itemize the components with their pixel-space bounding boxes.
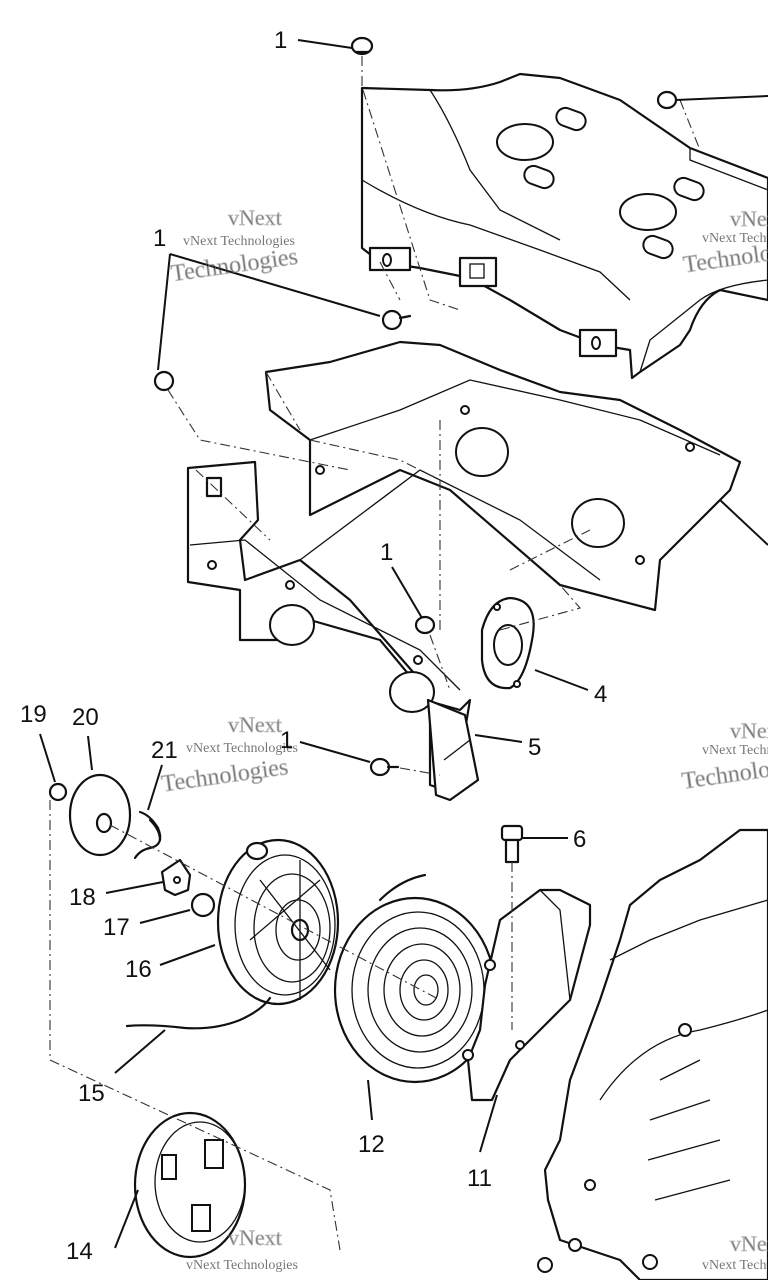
svg-text:vNext: vNext bbox=[730, 718, 768, 743]
clip-21 bbox=[133, 810, 162, 860]
cap-screw-6 bbox=[500, 824, 524, 864]
watermark-middle-left: vNext vNext Technologies Technologies bbox=[159, 712, 298, 798]
watermark-bottom-left: vNext vNext Technologies bbox=[186, 1225, 298, 1273]
callout-14: 14 bbox=[66, 1238, 93, 1265]
callout-18: 18 bbox=[69, 884, 96, 911]
watermark-bottom-right: vNext vNext Technologies bbox=[702, 1231, 768, 1273]
callout-19: 19 bbox=[20, 701, 47, 728]
callout-20: 20 bbox=[72, 704, 99, 731]
callout-labels: 1 1 1 1 4 5 6 11 12 14 15 16 17 18 19 20… bbox=[20, 27, 607, 1265]
upper-shroud bbox=[360, 72, 768, 380]
nut-19 bbox=[48, 782, 68, 802]
svg-text:vNext: vNext bbox=[228, 712, 282, 737]
callout-15: 15 bbox=[78, 1080, 105, 1107]
assembly-centerlines bbox=[49, 56, 701, 1251]
svg-text:vNext: vNext bbox=[228, 205, 282, 230]
callout-6: 6 bbox=[573, 826, 586, 853]
bolt-bottom bbox=[369, 757, 400, 777]
callout-4: 4 bbox=[594, 681, 607, 708]
starter-bracket-11 bbox=[462, 888, 592, 1102]
callout-1-top: 1 bbox=[274, 27, 287, 54]
pawl-18 bbox=[160, 858, 192, 897]
svg-text:vNext Technologies: vNext Technologies bbox=[183, 234, 295, 249]
starter-cup-14 bbox=[133, 1111, 247, 1259]
svg-text:vNext Technologies: vNext Technologies bbox=[702, 231, 768, 246]
svg-text:Technologies: Technologies bbox=[160, 754, 290, 798]
callout-1-middle: 1 bbox=[380, 539, 393, 566]
svg-text:vNext Technologies: vNext Technologies bbox=[186, 1258, 298, 1273]
svg-text:vNext Technologies: vNext Technologies bbox=[702, 1258, 768, 1273]
rope-15 bbox=[125, 996, 272, 1030]
fastener-bolts bbox=[153, 36, 678, 777]
watermark-middle-right: vNext vNext Technologies Technologies bbox=[680, 718, 768, 795]
callout-1-lower: 1 bbox=[280, 727, 293, 754]
pulley-16 bbox=[216, 838, 340, 1006]
callout-17: 17 bbox=[103, 914, 130, 941]
bolt-top bbox=[350, 36, 374, 56]
svg-text:vNext Technologies: vNext Technologies bbox=[186, 741, 298, 756]
callout-16: 16 bbox=[125, 956, 152, 983]
callout-12: 12 bbox=[358, 1131, 385, 1158]
exhaust-gasket bbox=[480, 596, 535, 690]
heat-shield bbox=[186, 340, 742, 802]
callout-21: 21 bbox=[151, 737, 178, 764]
bolt-top-right bbox=[656, 90, 678, 110]
callout-5: 5 bbox=[528, 734, 541, 761]
callout-1-left: 1 bbox=[153, 225, 166, 252]
bolt-mid bbox=[381, 309, 412, 331]
bolt-left bbox=[153, 370, 175, 392]
svg-text:vNext Technologies: vNext Technologies bbox=[702, 743, 768, 758]
watermark-top-right: vNext vNext Technologies Technologies bbox=[681, 206, 768, 279]
svg-text:Technologies: Technologies bbox=[169, 244, 299, 288]
washer-plate-20 bbox=[68, 773, 132, 857]
callout-11: 11 bbox=[467, 1165, 492, 1192]
svg-text:vNext: vNext bbox=[228, 1225, 282, 1250]
watermark-top-left: vNext vNext Technologies Technologies bbox=[169, 205, 300, 288]
leader-lines bbox=[39, 39, 768, 1249]
engine-fan-housing bbox=[537, 828, 768, 1282]
bolt-lower bbox=[414, 615, 436, 635]
svg-text:vNext: vNext bbox=[730, 206, 768, 231]
spring-17 bbox=[190, 892, 216, 918]
svg-text:vNext: vNext bbox=[730, 1231, 768, 1256]
